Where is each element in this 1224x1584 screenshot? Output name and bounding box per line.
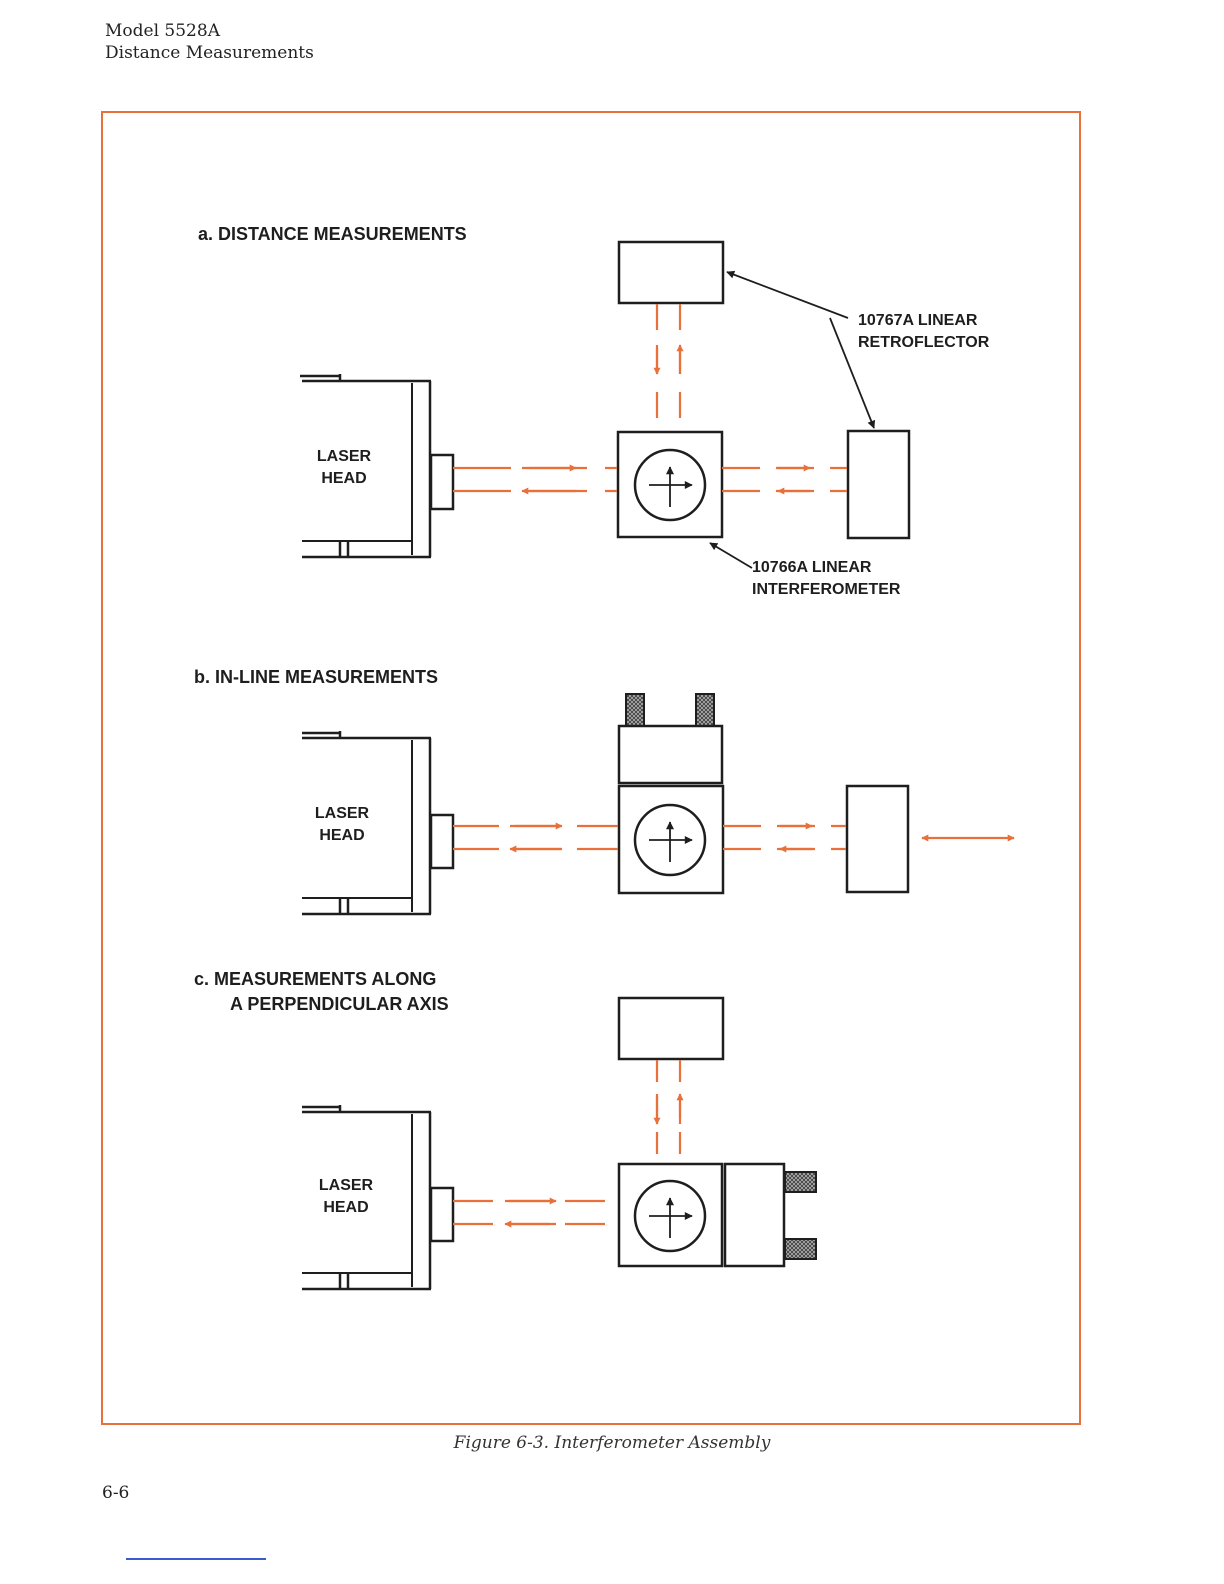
panel-a-laser-head: [300, 374, 453, 557]
panel-a: a. DISTANCE MEASUREMENTS LASER HEAD: [198, 224, 990, 598]
panel-b-beams: [453, 826, 1014, 849]
panel-c-beams: [453, 1060, 680, 1224]
panel-c-title-1: c. MEASUREMENTS ALONG: [194, 969, 436, 989]
panel-c: c. MEASUREMENTS ALONG A PERPENDICULAR AX…: [194, 969, 816, 1289]
footer-rule: [126, 1558, 266, 1560]
panel-c-title-2: A PERPENDICULAR AXIS: [230, 994, 449, 1014]
panel-c-retroflector-top: [619, 998, 723, 1059]
panel-b-title: b. IN-LINE MEASUREMENTS: [194, 667, 438, 687]
panel-a-retroflector-right: [848, 431, 909, 538]
retroflector-label-2: RETROFLECTOR: [858, 334, 990, 351]
panel-c-laser-label-1: LASER: [319, 1177, 374, 1194]
panel-a-laser-label-2: HEAD: [321, 470, 366, 487]
figure-caption: Figure 6-3. Interferometer Assembly: [0, 1433, 1224, 1453]
panel-b-interferometer: [619, 786, 723, 893]
panel-a-beams: [453, 304, 847, 491]
panel-a-interferometer: [618, 432, 722, 537]
panel-b: b. IN-LINE MEASUREMENTS LASER HEAD: [194, 667, 1014, 914]
page-number: 6-6: [102, 1483, 129, 1503]
interferometer-label-2: INTERFEROMETER: [752, 581, 901, 598]
panel-a-callout-leaders: [710, 272, 874, 568]
panel-b-laser-label-1: LASER: [315, 805, 370, 822]
panel-c-laser-head: [302, 1105, 453, 1289]
panel-b-mounted-retroflector: [619, 694, 722, 783]
interferometer-label-1: 10766A LINEAR: [752, 559, 872, 576]
panel-b-laser-label-2: HEAD: [319, 827, 364, 844]
panel-c-laser-label-2: HEAD: [323, 1199, 368, 1216]
panel-c-mounted-retroflector: [725, 1164, 816, 1266]
panel-a-retroflector-top: [619, 242, 723, 303]
retroflector-label-1: 10767A LINEAR: [858, 312, 978, 329]
panel-a-laser-label-1: LASER: [317, 448, 372, 465]
panel-c-interferometer: [619, 1164, 722, 1266]
panel-b-laser-head: [302, 731, 453, 914]
panel-b-retroflector: [847, 786, 908, 892]
panel-a-title: a. DISTANCE MEASUREMENTS: [198, 224, 467, 244]
